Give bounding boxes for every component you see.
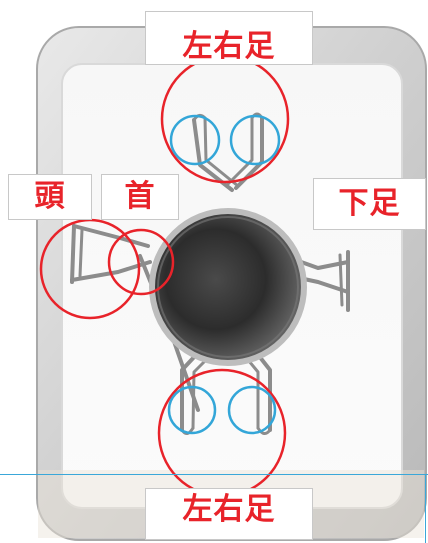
blue-circle-top-left: [169, 114, 221, 166]
label-neck-text: 首: [124, 179, 156, 214]
label-lower-foot-text: 下足: [338, 186, 401, 221]
blue-circle-bottom-left: [167, 385, 217, 435]
blue-circle-top-right: [229, 114, 281, 166]
specimen-body: [149, 208, 307, 366]
red-circle-neck: [107, 228, 175, 296]
red-circle-head: [39, 218, 141, 320]
label-left-right-foot-top: 左右足: [145, 11, 313, 65]
label-left-right-foot-bottom: 左右足: [145, 488, 313, 540]
blue-circle-bottom-right: [227, 385, 277, 435]
label-head-text: 頭: [34, 179, 66, 214]
label-left-right-foot-top-text: 左右足: [182, 29, 276, 64]
blue-annotation-circles: [167, 114, 281, 435]
blue-guide-line-horizontal: [0, 474, 428, 475]
label-lower-foot: 下足: [313, 178, 426, 230]
label-neck: 首: [101, 174, 179, 220]
blue-guide-line-vertical: [425, 474, 426, 543]
label-left-right-foot-bottom-text: 左右足: [182, 492, 276, 527]
label-head: 頭: [8, 174, 92, 220]
